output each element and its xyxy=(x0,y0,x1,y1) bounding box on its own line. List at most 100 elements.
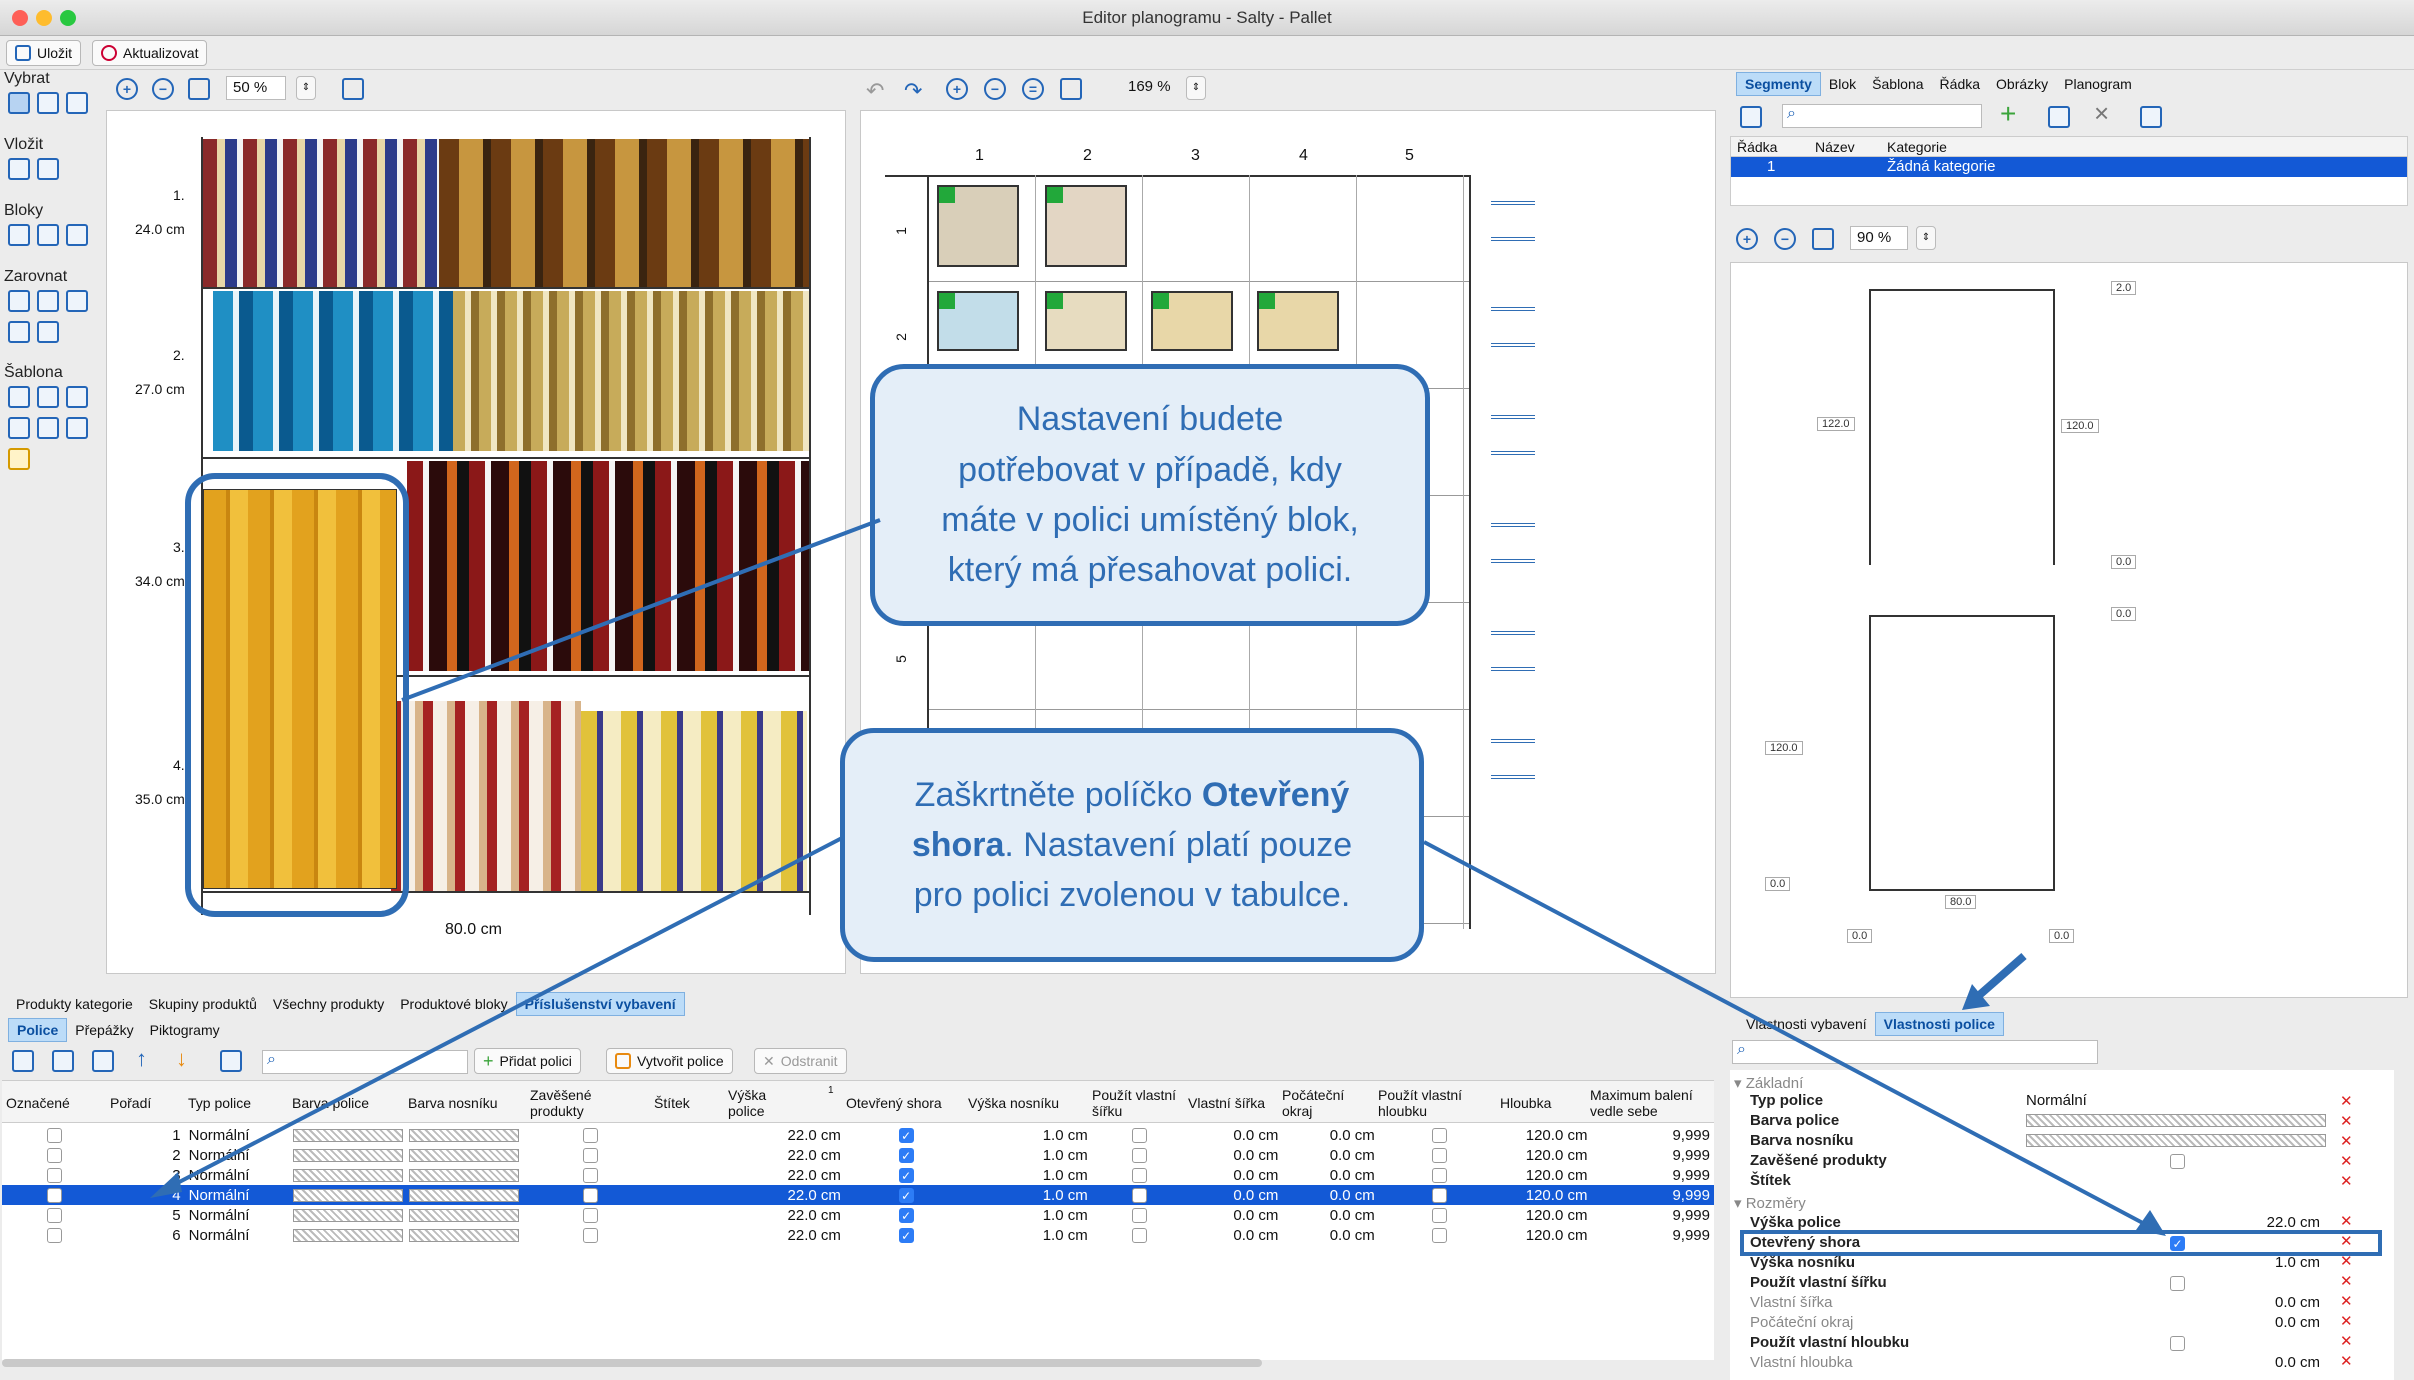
mid-zoom-out-icon[interactable]: − xyxy=(984,78,1006,100)
preview-zoom-in-icon[interactable]: + xyxy=(1736,228,1758,250)
cell-pouzit-sirku[interactable] xyxy=(1132,1128,1148,1144)
align-icon-row-2[interactable] xyxy=(1491,307,1535,347)
table-scrollbar[interactable] xyxy=(2,1359,1262,1367)
tab-radka[interactable]: Řádka xyxy=(1939,76,1981,92)
preview-fit-icon[interactable] xyxy=(1812,228,1834,250)
distribute-icon[interactable] xyxy=(37,321,59,343)
block-icon-1[interactable] xyxy=(8,224,30,246)
align-icon-row-3[interactable] xyxy=(1491,415,1535,455)
tab-obrazky[interactable]: Obrázky xyxy=(1996,76,2049,92)
block-icon-3[interactable] xyxy=(66,224,88,246)
tab-vsechny-produkty[interactable]: Všechny produkty xyxy=(272,996,385,1012)
align-justify-icon[interactable] xyxy=(8,321,30,343)
cell-otevreny[interactable]: ✓ xyxy=(898,1188,914,1204)
segment-settings-icon[interactable] xyxy=(2140,106,2162,128)
shelf-2-products-b[interactable] xyxy=(453,291,809,451)
cell-pouzit-hloubku[interactable] xyxy=(1432,1208,1448,1224)
cell-pouzit-sirku[interactable] xyxy=(1132,1188,1148,1204)
select-grid-icon[interactable] xyxy=(37,92,59,114)
maximize-window-button[interactable] xyxy=(60,10,76,26)
align-icon-row-1[interactable] xyxy=(1491,201,1535,241)
cell-zavesene[interactable] xyxy=(582,1128,598,1144)
th-vyska-nosniku[interactable]: Výška nosníku xyxy=(968,1095,1060,1111)
segment-row-1[interactable]: 1 Žádná kategorie xyxy=(1731,157,2407,177)
preview-zoom-field[interactable]: 90 % xyxy=(1850,226,1908,250)
mid-zoom-in-icon[interactable]: + xyxy=(946,78,968,100)
grid-product-4[interactable] xyxy=(1045,291,1127,351)
cell-otevreny[interactable]: ✓ xyxy=(898,1208,914,1224)
close-window-button[interactable] xyxy=(12,10,28,26)
cell-pouzit-sirku[interactable] xyxy=(1132,1208,1148,1224)
th-maximum[interactable]: Maximum balení vedle sebe xyxy=(1590,1087,1693,1119)
align-left-icon[interactable] xyxy=(8,290,30,312)
shelf-4-products-b[interactable] xyxy=(581,711,807,891)
th-otevreny-shora[interactable]: Otevřený shora xyxy=(846,1095,942,1111)
insert-text-icon[interactable] xyxy=(37,158,59,180)
cell-zavesene[interactable] xyxy=(582,1188,598,1204)
prop-zavesene-check[interactable] xyxy=(2170,1154,2185,1169)
block-icon-2[interactable] xyxy=(37,224,59,246)
prop-vlastni-hloubka-value[interactable]: 0.0 cm xyxy=(2274,1354,2320,1371)
tab-blok[interactable]: Blok xyxy=(1828,76,1857,92)
th-pouzit-hloubku[interactable]: Použít vlastní hloubku xyxy=(1378,1087,1463,1119)
mid-zoom-field[interactable]: 169 % xyxy=(1128,78,1171,95)
select-area-icon[interactable] xyxy=(66,92,88,114)
template-icon-4[interactable] xyxy=(8,417,30,439)
prop-barva-police-value[interactable] xyxy=(2026,1114,2326,1127)
th-stitek[interactable]: Štítek xyxy=(654,1095,690,1111)
cell-otevreny[interactable]: ✓ xyxy=(898,1148,914,1164)
add-shelf-button[interactable]: +Přidat polici xyxy=(474,1048,581,1074)
grid-product-1[interactable] xyxy=(937,185,1019,267)
overhanging-block[interactable] xyxy=(203,489,397,889)
cell-zavesene[interactable] xyxy=(582,1228,598,1244)
delete-rows-icon[interactable] xyxy=(220,1050,242,1072)
redo-icon[interactable]: ↷ xyxy=(904,78,923,103)
check-all-icon[interactable] xyxy=(12,1050,34,1072)
move-up-icon[interactable]: ↑ xyxy=(136,1046,147,1071)
cell-zavesene[interactable] xyxy=(582,1208,598,1224)
prop-barva-nosniku-value[interactable] xyxy=(2026,1134,2326,1147)
th-typ[interactable]: Typ police xyxy=(188,1095,252,1111)
template-icon-3[interactable] xyxy=(66,386,88,408)
prop-pouzit-sirku-check[interactable] xyxy=(2170,1276,2185,1291)
group-rozmery[interactable]: ▾ Rozměry xyxy=(1734,1195,1806,1212)
cell-pouzit-hloubku[interactable] xyxy=(1432,1228,1448,1244)
select-tool-icon[interactable] xyxy=(8,92,30,114)
row-check[interactable] xyxy=(46,1148,62,1164)
th-poradi[interactable]: Pořadí xyxy=(110,1095,152,1111)
th-zavesene[interactable]: Zavěšené produkty xyxy=(530,1087,592,1119)
align-right-icon[interactable] xyxy=(66,290,88,312)
align-center-icon[interactable] xyxy=(37,290,59,312)
prop-vyska-nosniku-value[interactable]: 1.0 cm xyxy=(2274,1254,2320,1271)
row-check[interactable] xyxy=(46,1228,62,1244)
paste-icon[interactable] xyxy=(92,1050,114,1072)
cell-barva-police[interactable] xyxy=(292,1129,403,1143)
copy-segment-icon[interactable] xyxy=(2048,106,2070,128)
cell-barva-nosniku[interactable] xyxy=(409,1229,520,1243)
segment-search-input[interactable]: ⌕ xyxy=(1782,104,1982,128)
cell-otevreny[interactable]: ✓ xyxy=(898,1168,914,1184)
undo-icon[interactable]: ↶ xyxy=(866,78,885,103)
zoom-in-icon[interactable]: + xyxy=(116,78,138,100)
shelf-1-products-b[interactable] xyxy=(439,139,809,289)
cell-otevreny[interactable]: ✓ xyxy=(898,1228,914,1244)
cell-barva-nosniku[interactable] xyxy=(409,1209,520,1223)
cell-pouzit-sirku[interactable] xyxy=(1132,1168,1148,1184)
zoom-out-icon[interactable]: − xyxy=(152,78,174,100)
create-shelves-button[interactable]: Vytvořit police xyxy=(606,1048,733,1074)
row-check[interactable] xyxy=(46,1128,62,1144)
warning-icon[interactable] xyxy=(8,448,30,470)
th-oznacene[interactable]: Označené xyxy=(6,1095,70,1111)
cell-barva-nosniku[interactable] xyxy=(409,1149,520,1163)
grid-product-3[interactable] xyxy=(937,291,1019,351)
cell-zavesene[interactable] xyxy=(582,1168,598,1184)
refresh-button[interactable]: Aktualizovat xyxy=(92,40,208,66)
reset-icons[interactable]: ✕✕✕✕✕✕✕✕✕✕✕✕✕ xyxy=(2340,1093,2353,1370)
cell-barva-nosniku[interactable] xyxy=(409,1129,520,1143)
col-kategorie[interactable]: Kategorie xyxy=(1887,139,1947,155)
col-radka[interactable]: Řádka xyxy=(1737,139,1778,155)
